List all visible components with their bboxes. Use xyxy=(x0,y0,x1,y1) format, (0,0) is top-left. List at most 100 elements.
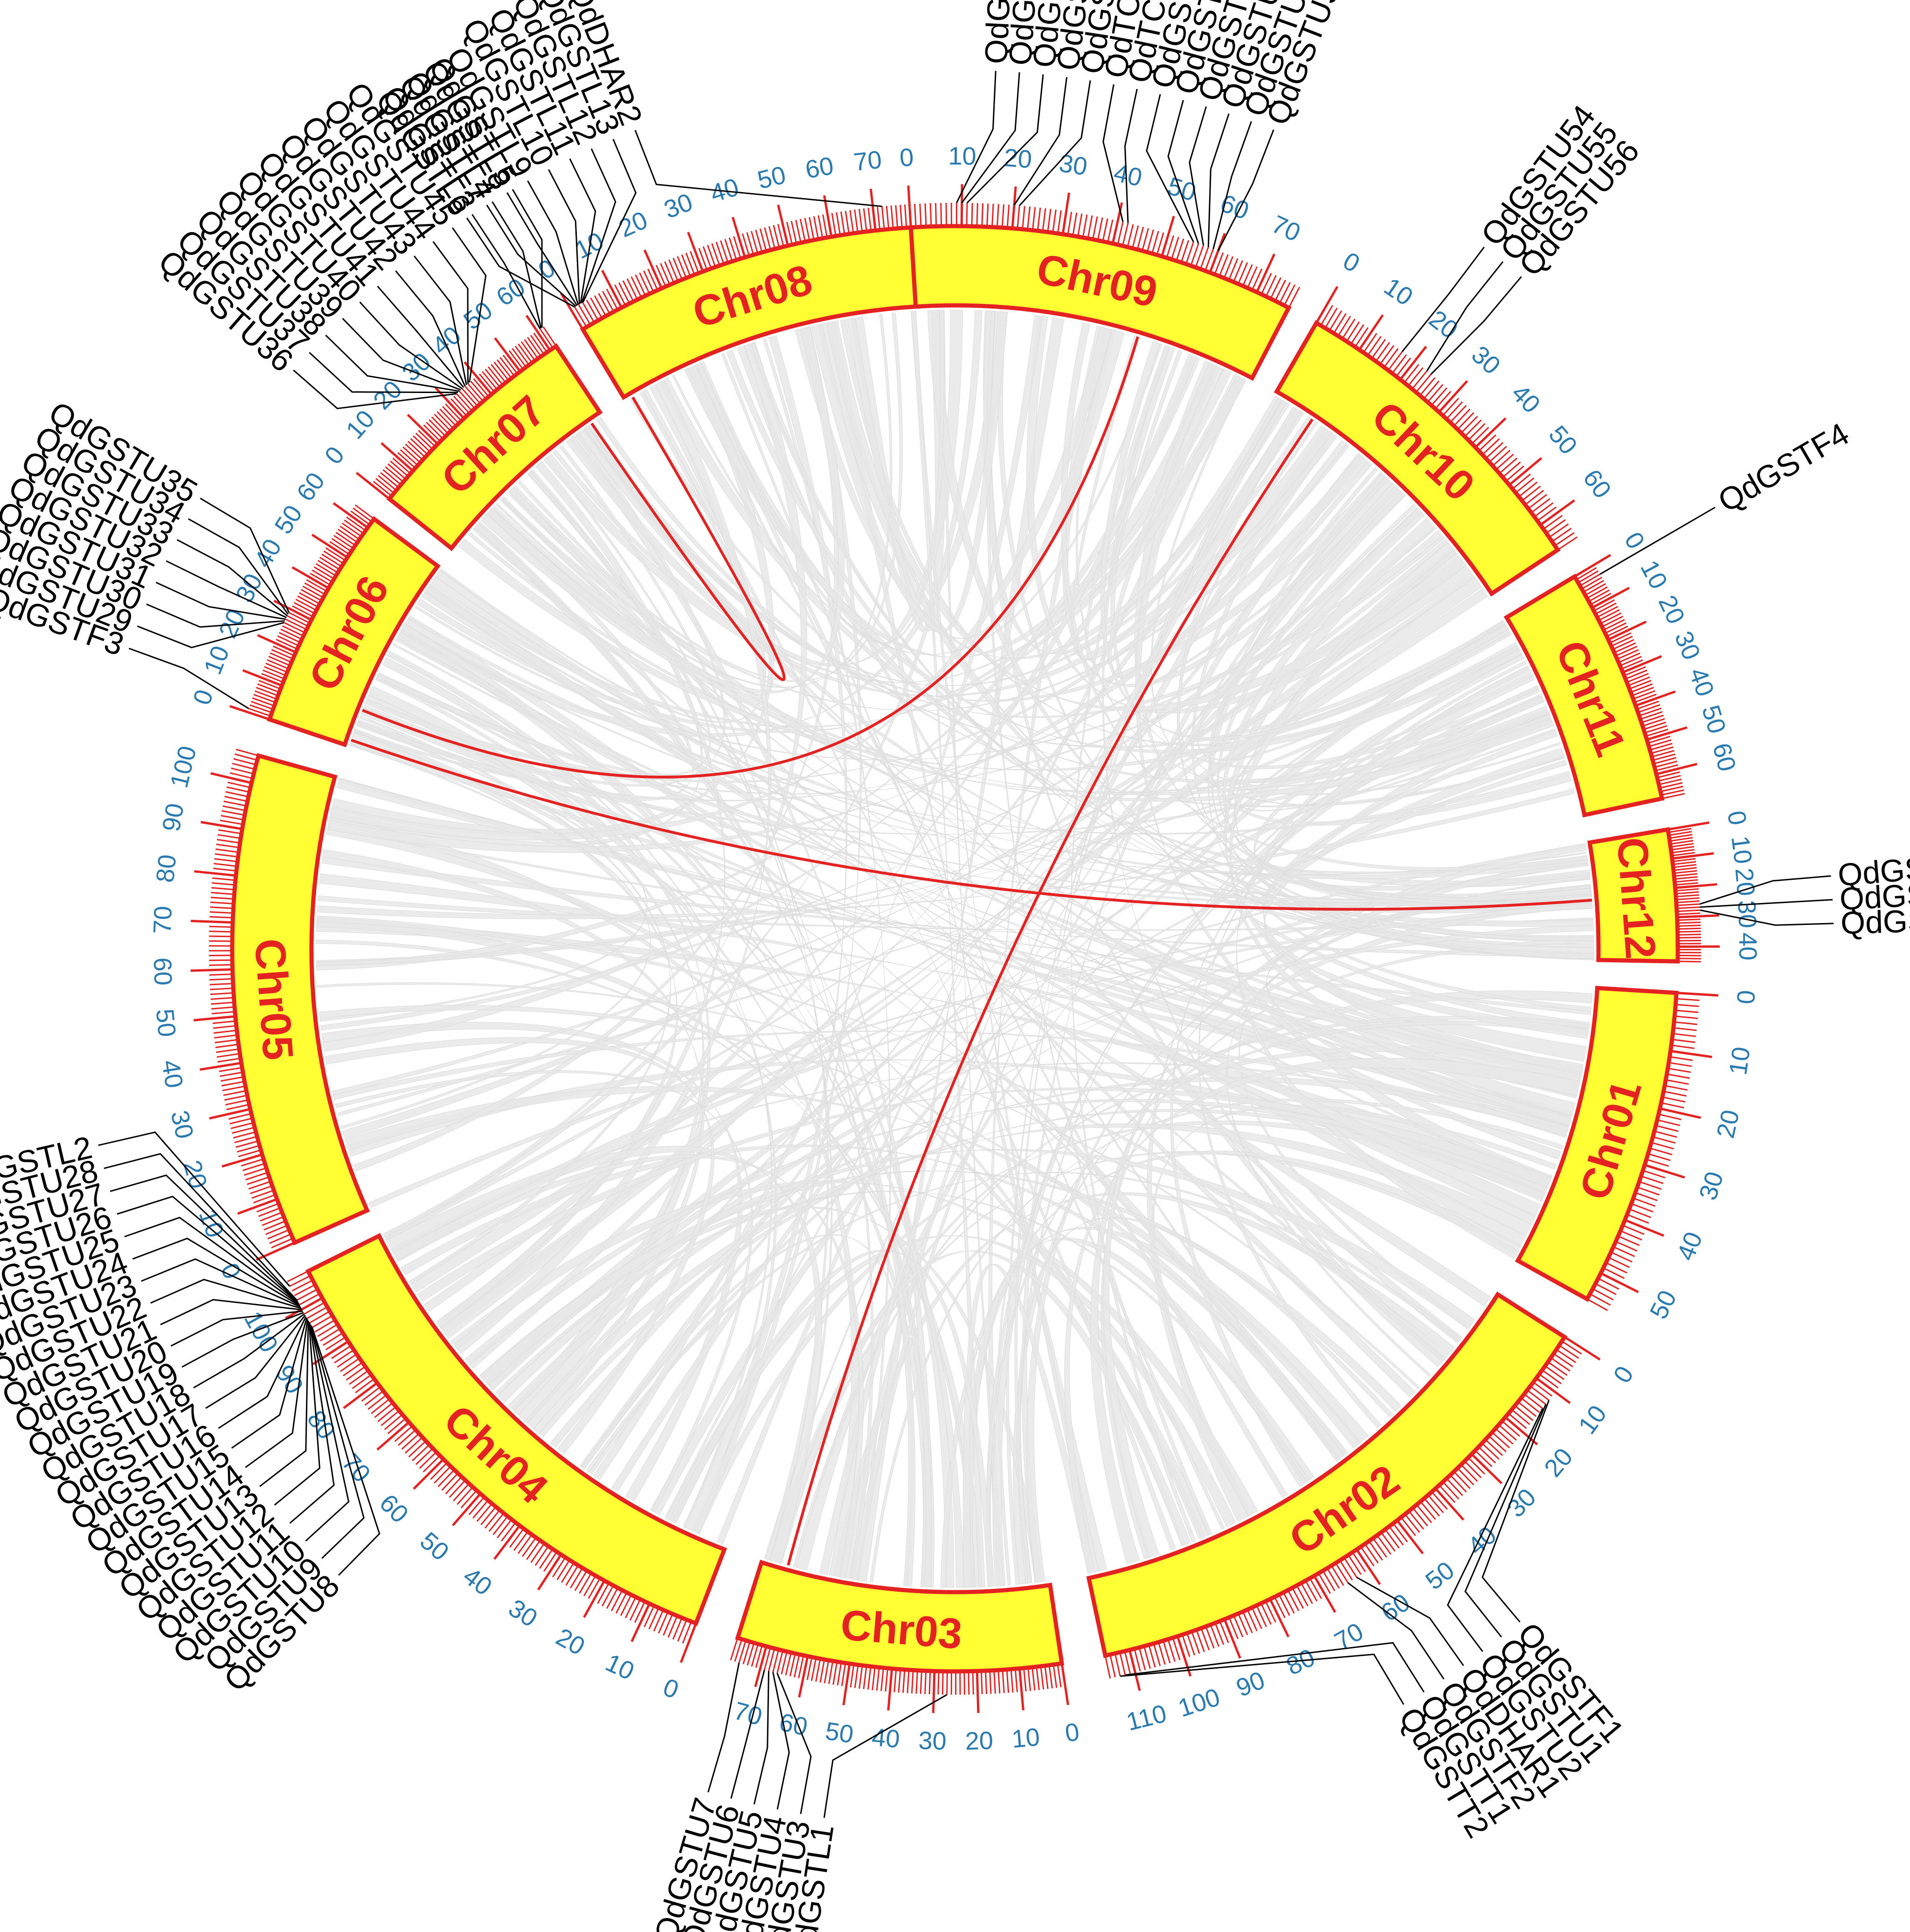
synteny-link xyxy=(577,428,1594,954)
tick-mark xyxy=(1626,1214,1649,1224)
tick-mark xyxy=(810,1657,817,1681)
tick-mark xyxy=(1087,215,1093,239)
tick-mark xyxy=(1408,1511,1425,1530)
tick-mark xyxy=(1637,1186,1660,1196)
tick-mark xyxy=(243,1167,267,1176)
tick-mark xyxy=(893,1669,897,1692)
tick-mark xyxy=(794,1654,800,1677)
tick-mark xyxy=(1269,1598,1290,1638)
tick-mark xyxy=(1550,1357,1571,1372)
tick-mark xyxy=(1292,1587,1304,1609)
tick-mark xyxy=(630,1603,651,1642)
tick-mark xyxy=(361,1386,381,1402)
tick-mark xyxy=(698,248,708,270)
tick-mark xyxy=(976,1671,980,1713)
tick-mark xyxy=(635,274,646,296)
tick-mark xyxy=(1606,626,1628,637)
tick-mark xyxy=(1544,1365,1565,1380)
gene-leader-line xyxy=(98,1131,291,1287)
tick-mark xyxy=(232,763,255,770)
tick-mark xyxy=(886,206,890,229)
tick-mark xyxy=(647,269,658,290)
synteny-link xyxy=(325,1037,714,1455)
tick-mark xyxy=(213,868,237,872)
tick-mark xyxy=(1305,1580,1318,1601)
tick-mark xyxy=(1022,206,1025,229)
tick-mark xyxy=(229,772,253,780)
tick-mark xyxy=(1301,1582,1313,1604)
tick-mark xyxy=(209,911,233,914)
tick-mark xyxy=(217,1057,241,1063)
synteny-link xyxy=(393,902,1593,1261)
tick-mark xyxy=(1653,1136,1676,1144)
synteny-link xyxy=(465,1099,1549,1365)
tick-mark xyxy=(1492,449,1511,467)
tick-mark xyxy=(502,354,518,374)
tick-mark xyxy=(464,361,492,395)
tick-mark xyxy=(915,1670,918,1694)
tick-mark xyxy=(1400,1517,1416,1536)
tick-mark xyxy=(1052,209,1057,233)
tick-mark xyxy=(1185,242,1194,264)
tick-mark xyxy=(219,1067,242,1072)
tick-mark xyxy=(724,239,733,262)
tick-mark xyxy=(1427,1494,1444,1513)
tick-mark xyxy=(1060,1663,1069,1705)
tick-mark xyxy=(222,1085,246,1091)
tick-mark xyxy=(392,457,411,474)
tick-mark xyxy=(543,1551,558,1572)
tick-mark xyxy=(1539,1373,1559,1389)
tick-mark xyxy=(1677,960,1701,963)
tick-mark xyxy=(1001,204,1005,228)
tick-mark xyxy=(263,669,285,680)
chromosome-band-chr01 xyxy=(1515,986,1679,1302)
synteny-link xyxy=(376,471,711,776)
tick-mark xyxy=(1669,834,1693,839)
tick-label: 10 xyxy=(341,405,381,444)
tick-mark xyxy=(1143,1646,1151,1669)
tick-mark xyxy=(1589,1293,1611,1306)
tick-mark xyxy=(534,1546,549,1566)
tick-mark xyxy=(1488,446,1507,463)
synteny-link xyxy=(319,722,648,1022)
synteny-link xyxy=(415,525,1437,760)
tick-mark xyxy=(781,1651,788,1675)
tick-mark xyxy=(218,829,242,835)
tick-mark xyxy=(1542,1369,1562,1385)
tick-mark xyxy=(679,1623,697,1663)
tick-mark xyxy=(1515,477,1535,494)
tick-mark xyxy=(1675,894,1699,897)
tick-mark xyxy=(190,919,233,924)
tick-mark xyxy=(620,1594,632,1616)
synteny-link xyxy=(826,320,1467,711)
tick-mark xyxy=(223,800,247,807)
tick-mark xyxy=(1605,622,1627,634)
chromosome-band-chr05 xyxy=(230,753,370,1246)
gene-leader-line xyxy=(582,138,637,303)
tick-mark xyxy=(928,1671,931,1695)
tick-mark xyxy=(1632,687,1654,697)
tick-mark xyxy=(190,968,233,972)
gene-leader-line xyxy=(274,1322,321,1506)
tick-mark xyxy=(904,204,907,228)
tick-mark xyxy=(841,1663,846,1686)
tick-mark xyxy=(1625,669,1647,680)
tick-mark xyxy=(945,203,948,227)
tick-mark xyxy=(431,416,449,435)
tick-mark xyxy=(223,1090,247,1096)
tick-mark xyxy=(815,1658,821,1682)
tick-mark xyxy=(401,1433,420,1450)
tick-label: 50 xyxy=(151,1007,181,1038)
gene-leader-line xyxy=(1699,875,1831,905)
tick-mark xyxy=(1660,786,1683,793)
tick-mark xyxy=(1423,380,1439,400)
tick-label: 30 xyxy=(504,1594,542,1633)
tick-mark xyxy=(434,1466,451,1484)
tick-mark xyxy=(1603,1267,1625,1279)
synteny-link xyxy=(846,311,1008,633)
synteny-link xyxy=(387,650,932,1587)
gene-leader-line xyxy=(188,518,289,615)
tick-mark xyxy=(480,1506,497,1525)
tick-mark xyxy=(1523,1393,1543,1409)
tick-mark xyxy=(1136,227,1144,250)
